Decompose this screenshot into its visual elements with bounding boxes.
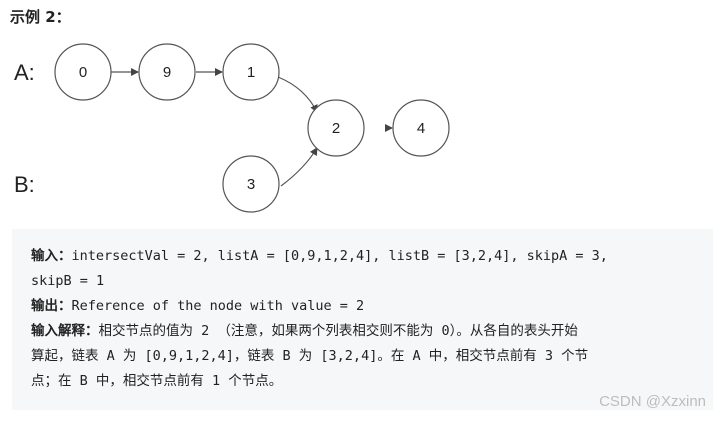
explanation-label: 输入解释： (31, 323, 99, 339)
node-0: 0 (54, 43, 112, 101)
input-value-part1: intersectVal = 2, listA = [0,9,1,2,4], l… (71, 248, 608, 264)
node-4-value: 4 (417, 120, 425, 137)
explanation-text-2: 算起，链表 A 为 [0,9,1,2,4]，链表 B 为 [3,2,4]。在 A… (31, 348, 589, 364)
example-heading: 示例 2： (10, 8, 71, 26)
node-2: 2 (307, 99, 365, 157)
input-line-2: skipB = 1 (31, 269, 695, 294)
node-1: 1 (222, 43, 280, 101)
linked-list-intersection-diagram: A: B: 0 9 1 2 4 3 (14, 43, 450, 213)
node-4: 4 (392, 99, 450, 157)
explanation-text-1: 相交节点的值为 2 （注意，如果两个列表相交则不能为 0）。从各自的表头开始 (98, 323, 578, 339)
output-label: 输出： (31, 298, 72, 314)
edge-1-to-2 (277, 76, 318, 113)
node-2-value: 2 (332, 120, 340, 137)
node-0-value: 0 (79, 64, 87, 81)
list-b-label: B: (14, 172, 35, 197)
example-code-block: 输入：intersectVal = 2, listA = [0,9,1,2,4]… (12, 229, 713, 410)
explanation-text-3: 点；在 B 中，相交节点前有 1 个节点。 (31, 373, 283, 389)
explanation-line-2: 算起，链表 A 为 [0,9,1,2,4]，链表 B 为 [3,2,4]。在 A… (31, 344, 695, 369)
edge-3-to-2 (280, 147, 318, 187)
node-9-value: 9 (163, 64, 171, 81)
node-9: 9 (138, 43, 196, 101)
node-3: 3 (222, 155, 280, 213)
node-3-value: 3 (247, 176, 255, 193)
input-line-1: 输入：intersectVal = 2, listA = [0,9,1,2,4]… (31, 244, 695, 269)
explanation-line-3: 点；在 B 中，相交节点前有 1 个节点。 (31, 369, 695, 394)
output-line: 输出：Reference of the node with value = 2 (31, 294, 695, 319)
list-a-label: A: (14, 60, 35, 85)
explanation-line-1: 输入解释：相交节点的值为 2 （注意，如果两个列表相交则不能为 0）。从各自的表… (31, 319, 695, 344)
node-1-value: 1 (247, 64, 255, 81)
output-value: Reference of the node with value = 2 (71, 298, 365, 314)
csdn-watermark: CSDN @Xzxinn (599, 393, 706, 410)
input-value-part2: skipB = 1 (31, 273, 105, 289)
input-label: 输入： (31, 248, 72, 264)
